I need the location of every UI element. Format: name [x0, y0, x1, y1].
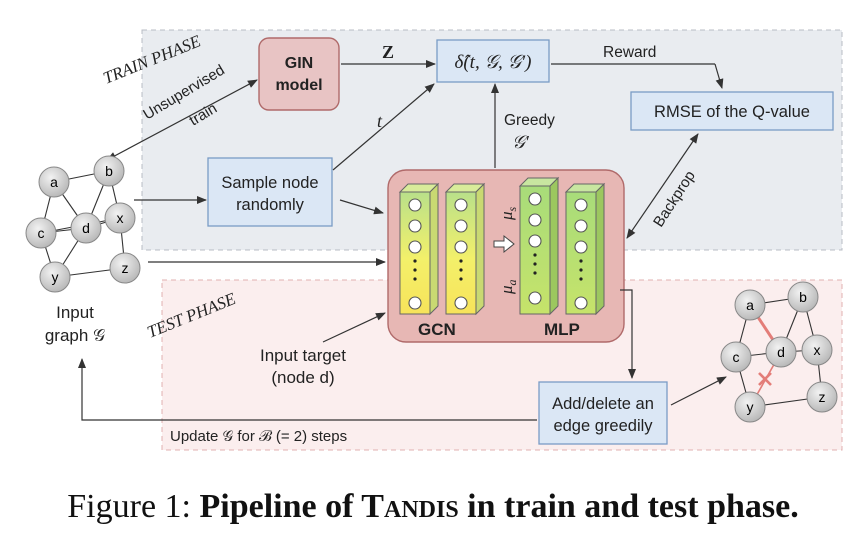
neuron — [408, 219, 422, 233]
caption-bold-sc: andis — [383, 488, 459, 525]
neuron — [454, 296, 468, 310]
reward-label: Reward — [603, 44, 656, 61]
out-node-a: a — [734, 289, 766, 321]
neuron — [454, 198, 468, 212]
ellipsis-dot — [533, 262, 537, 266]
neuron — [574, 296, 588, 310]
neuron — [574, 198, 588, 212]
graph-node-c: c — [25, 217, 57, 249]
rmse-box — [630, 91, 834, 131]
mlp-label: MLP — [544, 320, 580, 339]
out-node-d: d — [765, 336, 797, 368]
ellipsis-dot — [579, 268, 583, 272]
ellipsis-dot — [459, 259, 463, 263]
svg-text:y: y — [747, 399, 754, 415]
svg-text:x: x — [814, 342, 821, 358]
input-graph-nodes: a b c d x y z — [25, 155, 141, 293]
ellipsis-dot — [579, 259, 583, 263]
delta-label: δ̂(t, 𝒢, 𝒢′) — [455, 52, 532, 73]
neuron — [454, 240, 468, 254]
graph-node-x: x — [104, 202, 136, 234]
ellipsis-dot — [533, 271, 537, 275]
graph-node-a: a — [38, 166, 70, 198]
neuron — [528, 291, 542, 305]
input-graph-label-1: Input — [56, 303, 94, 322]
add-delete-box — [538, 381, 668, 445]
neuron — [528, 234, 542, 248]
svg-text:b: b — [105, 163, 113, 179]
neuron — [574, 219, 588, 233]
gin-label-1: GIN — [285, 55, 313, 72]
input-target-label-1: Input target — [260, 346, 346, 365]
ellipsis-dot — [459, 277, 463, 281]
delta-box — [436, 39, 550, 83]
ellipsis-dot — [459, 268, 463, 272]
t-label: t — [377, 111, 383, 131]
caption-bold-1: Pipeline of T — [199, 488, 384, 525]
neuron — [528, 192, 542, 206]
gin-model-box — [258, 37, 340, 111]
graph-node-z: z — [109, 252, 141, 284]
g-prime-label: 𝒢′ — [512, 132, 530, 152]
gcn-to-mlp-arrow — [493, 234, 515, 254]
svg-text:c: c — [733, 349, 740, 365]
gcn-label: GCN — [418, 320, 456, 339]
out-node-y: y — [734, 391, 766, 423]
sample-label-2: randomly — [236, 196, 305, 214]
input-graph-label-2: graph 𝒢 — [45, 326, 105, 345]
out-node-c: c — [720, 341, 752, 373]
svg-text:b: b — [799, 289, 807, 305]
sample-node-box — [207, 157, 333, 227]
graph-node-b: b — [93, 155, 125, 187]
neuron — [408, 198, 422, 212]
ellipsis-dot — [579, 277, 583, 281]
neuron — [574, 240, 588, 254]
svg-text:x: x — [117, 210, 124, 226]
svg-text:d: d — [82, 220, 90, 236]
graph-node-d: d — [70, 212, 102, 244]
neuron — [408, 296, 422, 310]
out-node-b: b — [787, 281, 819, 313]
neuron — [528, 213, 542, 227]
svg-text:a: a — [50, 174, 58, 190]
greedy-label: Greedy — [504, 112, 555, 129]
svg-text:z: z — [819, 389, 826, 405]
rmse-label: RMSE of the Q-value — [654, 103, 810, 121]
svg-text:a: a — [746, 297, 754, 313]
input-target-label-2: (node d) — [271, 368, 334, 387]
ellipsis-dot — [413, 259, 417, 263]
svg-text:d: d — [777, 344, 785, 360]
graph-node-y: y — [39, 261, 71, 293]
svg-text:c: c — [38, 225, 45, 241]
ellipsis-dot — [413, 268, 417, 272]
add-delete-label-2: edge greedily — [553, 417, 653, 435]
sample-label-1: Sample node — [221, 174, 318, 192]
figure-caption: Figure 1: Pipeline of Tandis in train an… — [0, 488, 866, 526]
arrows — [78, 60, 727, 421]
neuron — [454, 219, 468, 233]
delete-mark — [758, 372, 772, 386]
neuron — [408, 240, 422, 254]
output-graph-nodes: a b c d x y z — [720, 281, 838, 423]
ellipsis-dot — [413, 277, 417, 281]
add-delete-label-1: Add/delete an — [552, 395, 654, 413]
svg-text:z: z — [122, 260, 129, 276]
z-label: Z — [382, 42, 394, 62]
caption-prefix: Figure 1: — [67, 488, 200, 525]
gin-label-2: model — [275, 77, 322, 94]
out-node-x: x — [801, 334, 833, 366]
neuron-circles — [408, 192, 588, 310]
mlp-block — [518, 176, 606, 316]
out-node-z: z — [806, 381, 838, 413]
update-label: Update 𝒢 for ℬ (= 2) steps — [170, 428, 347, 445]
svg-text:y: y — [52, 269, 59, 285]
caption-bold-2: in train and test phase. — [458, 488, 799, 525]
ellipsis-dot — [533, 253, 537, 257]
